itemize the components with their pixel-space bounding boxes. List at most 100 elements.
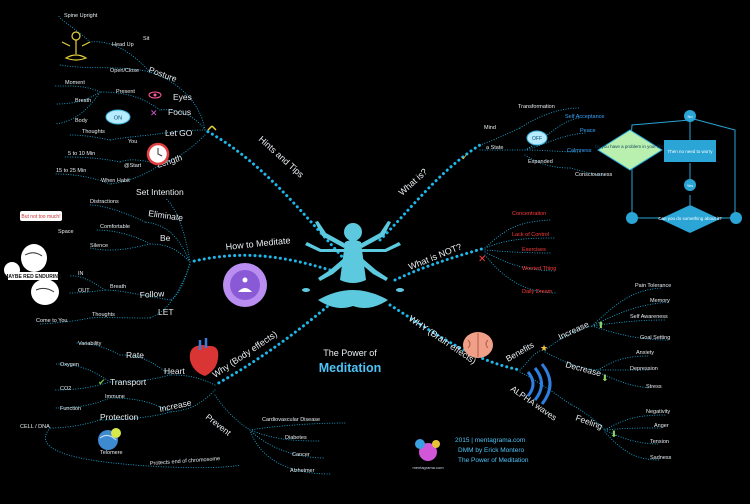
brain-benefits: Benefits [504,340,536,364]
brain-feeling: Feeling [574,412,604,431]
brain-decrease: Decrease [564,359,602,378]
how-in: IN [78,271,84,277]
brain-anger: Anger [654,423,669,429]
body-heart: Heart [164,366,185,376]
body-rate: Rate [126,350,144,360]
what-check-icon: ✓ [461,153,469,163]
flow-question: Do you have a problem in your life? [595,144,666,149]
branch-how: How to Meditate [225,235,291,252]
body-transport: Transport [110,377,147,387]
svg-text:MAYBE RED ENDURING: MAYBE RED ENDURING [4,274,62,280]
branch-what-is: What is? [397,167,430,198]
not-item-3: Worried Thing [522,266,556,272]
eye-icon [148,91,162,99]
not-item-4: Daily Dream [522,289,553,295]
main-branches [188,128,522,387]
what-state: a State [486,145,503,151]
what-calmness: Calmness [567,148,592,154]
brain-alpha: ALPHA waves [509,383,559,422]
hint-focus: Focus [168,107,191,117]
dna-cell-icon [98,428,121,450]
cartoon-heads-icon: MAYBE RED ENDURING [4,244,62,305]
hint-sit: Sit [143,36,150,42]
how-set-intention: Set Intention [136,187,184,197]
yoga-pose-icon [61,31,91,61]
what-consciousness: Consciousness [575,172,613,178]
brain-negativity: Negativity [646,409,670,415]
hint-body: Body [75,118,88,124]
body-oxygen: Oxygen [60,362,79,368]
brain-stress: Stress [646,384,662,390]
hint-open-close: Open/Close [110,68,139,74]
what-self-acceptance: Self Acceptance [565,114,604,120]
how-breath: Breath [110,284,126,290]
focus-cross-icon: ✕ [150,108,158,118]
svg-text:mentagrama.com: mentagrama.com [412,465,444,470]
hint-at-start: @Start [124,163,142,169]
how-thoughts: Thoughts [92,312,115,318]
hint-five-ten: 5 to 10 Min [68,151,95,157]
worry-flowchart: Do you have a problem in your life? No T… [595,110,742,233]
svg-text:Yes: Yes [687,183,694,188]
what-transformation: Transformation [518,104,555,110]
svg-text:ON: ON [114,116,122,122]
brain-self-awareness: Self Awareness [630,314,668,320]
svg-text:No: No [687,114,693,119]
center-title: Meditation [319,361,382,375]
star-icon: ★ [540,344,548,354]
credit-line-3: The Power of Meditation [458,457,529,464]
brain-goal: Goal Setting [640,335,670,341]
mentagrama-logo: mentagrama.com [412,439,444,470]
heart-icon [189,338,219,376]
body-group: Heart Rate Variability Transport Oxygen … [20,338,346,475]
body-function: Function [60,406,81,412]
body-protection: Protection [100,412,139,422]
how-follow: Follow [139,288,165,300]
body-alzheimer: Alzheimer [290,468,315,474]
body-cancer: Cancer [292,452,310,458]
how-eliminate: Eliminate [148,208,184,223]
not-item-0: Concentration [512,211,546,217]
feeling-arrow-icon: ⬇ [610,430,618,440]
how-let: LET [158,307,174,317]
hint-moment: Moment [65,80,85,86]
flow-can: Can you do something about it? [658,216,722,221]
how-group: Set Intention Eliminate Distractions Be … [4,187,267,325]
center-subtitle: The Power of [323,348,377,358]
hints-group: Posture Sit Head Up Spine Upright Open/C… [54,13,217,185]
how-come-go: Come to You [36,318,68,324]
svg-text:But not too much!: But not too much! [21,214,60,220]
hint-eyes: Eyes [173,92,192,102]
alpha-wave-icon [526,363,552,405]
meditation-disc-icon [223,263,267,307]
hint-spine: Spine Upright [64,13,98,19]
hint-head-up: Head Up [112,42,134,48]
credit-line-1: 2015 | mentagrama.com [455,437,525,444]
how-silence: Silence [90,243,108,249]
what-mind: Mind [484,125,496,131]
body-variability: Variability [78,341,102,347]
brain-depression: Depression [630,366,658,372]
on-badge: ON [105,109,131,125]
body-immune: Immune [105,394,125,400]
increase-arrow-icon: ⬆ [597,321,605,331]
what-not-group: ✕ Concentration Lack of Control Exercise… [478,211,556,295]
how-distractions: Distractions [90,199,119,205]
body-increase: Increase [158,397,192,414]
hint-let-go: Let GO [165,128,193,138]
what-is-group: Mind a State Transformation Self Accepta… [461,104,742,233]
not-much-note: But not too much! [20,211,62,221]
credit-line-2: DMM by Erick Montero [458,447,524,454]
brain-increase: Increase [557,319,591,342]
not-item-2: Exercises [522,247,546,253]
how-out: OUT [78,288,90,294]
meditating-figure-icon [302,221,404,308]
what-expanded: Expanded [528,159,553,165]
body-co2: CO2 [60,386,71,392]
clock-icon [146,142,170,166]
branch-why-body: Why (Body effects) [211,329,279,380]
hint-breath: Breath [75,98,91,104]
decrease-arrow-icon: ⬇ [601,374,609,384]
brain-group: Benefits Increase Pain Tolerance Memory … [463,283,672,461]
